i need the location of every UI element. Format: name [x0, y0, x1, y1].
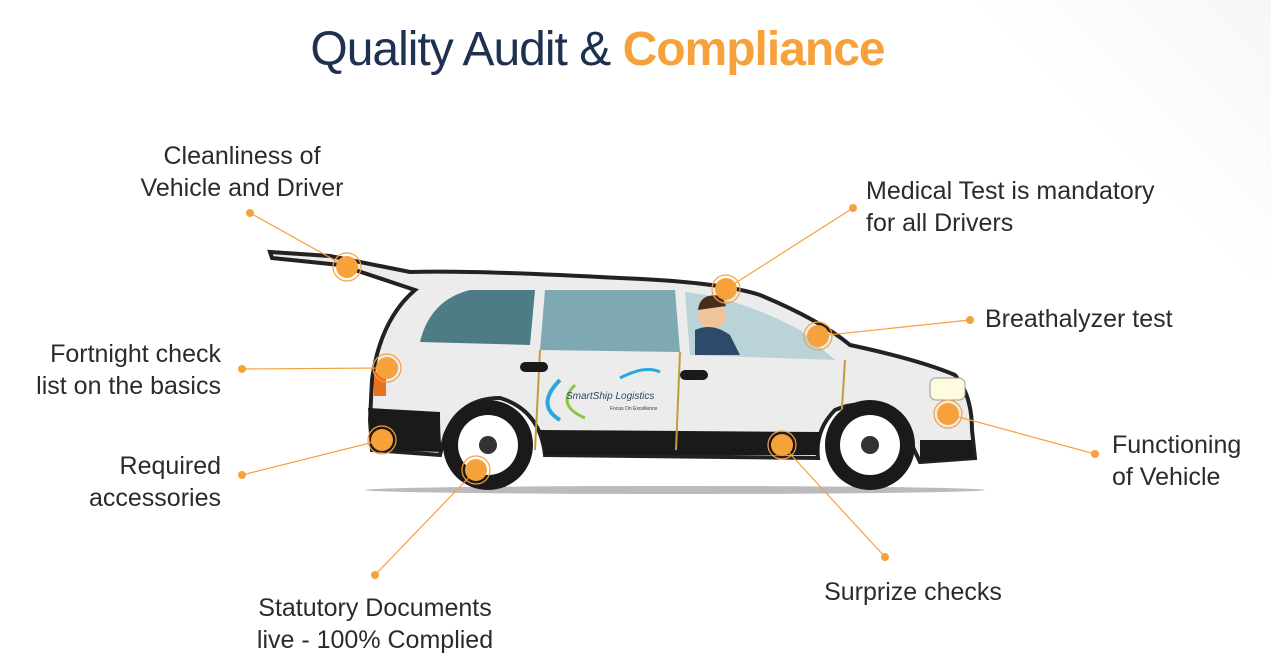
- brand-tagline: Focus On Excellence: [610, 406, 657, 412]
- front-wheel: [825, 400, 915, 490]
- title-main: Quality Audit &: [310, 23, 611, 76]
- endpoint-dots: [238, 204, 1099, 579]
- brand-name: SmartShip Logistics: [566, 391, 654, 402]
- title-accent: Compliance: [622, 23, 886, 76]
- car-shadow: [365, 486, 985, 494]
- headlight: [929, 377, 966, 401]
- door-handle: [520, 362, 548, 372]
- connector-lines: [241, 207, 1096, 576]
- company-logo: SmartShip Logistics Focus On Excellence: [545, 368, 661, 422]
- driver-body: [695, 326, 740, 355]
- side-skirt: [540, 430, 820, 455]
- front-bumper: [920, 440, 975, 462]
- markers: [332, 252, 963, 485]
- label-breathalyzer: Breathalyzer test: [985, 305, 1173, 333]
- rear-window: [420, 290, 535, 345]
- door-handle: [680, 370, 708, 380]
- middle-window: [540, 290, 680, 352]
- label-surprize-checks: Surprize checks: [824, 578, 1002, 606]
- page-title: Quality Audit & Compliance: [0, 22, 1195, 77]
